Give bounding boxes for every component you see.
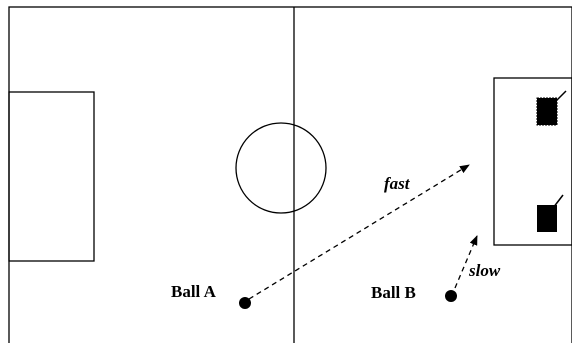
ball-a-label: Ball A	[171, 282, 217, 301]
player-top	[536, 90, 567, 126]
fast-label: fast	[384, 174, 411, 193]
left-penalty-box	[8, 91, 95, 262]
ball-b-label: Ball B	[371, 283, 416, 302]
ball-b	[445, 290, 457, 302]
fast-pass-arrow	[248, 164, 470, 300]
player-bottom	[537, 194, 564, 232]
right-penalty-box	[493, 77, 572, 246]
ball-a	[239, 297, 251, 309]
slow-pass-arrow	[454, 235, 478, 289]
center-circle	[235, 122, 327, 214]
slow-label: slow	[468, 261, 501, 280]
